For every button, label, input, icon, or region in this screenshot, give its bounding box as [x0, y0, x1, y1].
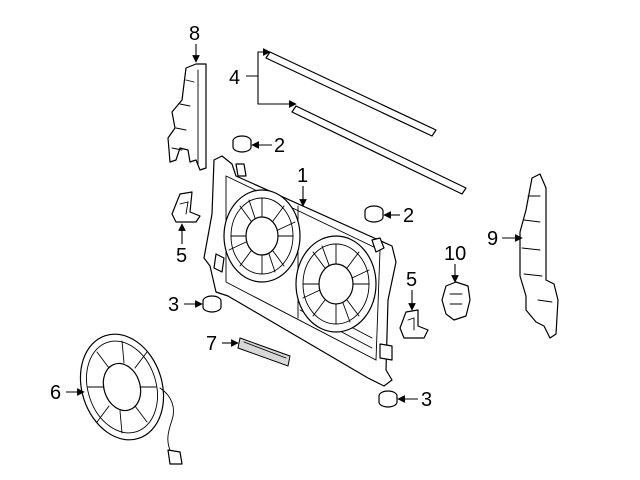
grommet-lower-right — [378, 390, 398, 408]
callout-2-right: 2 — [403, 205, 414, 227]
callout-1: 1 — [297, 165, 308, 187]
callout-3-left: 3 — [168, 294, 179, 316]
callout-4: 4 — [229, 67, 240, 89]
seal-strip — [237, 337, 291, 367]
grommet-right — [364, 205, 384, 223]
bracket-right — [399, 309, 429, 339]
grommet-lower-left — [202, 295, 222, 313]
callout-leaders — [66, 44, 523, 403]
callout-5-right: 5 — [406, 269, 417, 291]
callout-5-left: 5 — [176, 245, 187, 267]
callout-2-upper: 2 — [274, 135, 285, 157]
fan-shroud-assembly — [203, 155, 397, 387]
callout-3-lower: 3 — [421, 389, 432, 411]
air-guide-left — [167, 63, 207, 171]
grommet-upper — [232, 135, 252, 153]
callout-6: 6 — [50, 382, 61, 404]
callout-9: 9 — [487, 228, 498, 250]
callout-7: 7 — [206, 333, 217, 355]
callout-8: 8 — [189, 23, 200, 45]
callout-10: 10 — [444, 243, 466, 265]
upper-seal-strips — [265, 51, 467, 195]
fan-motor — [79, 333, 183, 465]
connector — [441, 281, 471, 321]
bracket-left — [171, 191, 201, 223]
air-guide-right — [519, 173, 559, 339]
